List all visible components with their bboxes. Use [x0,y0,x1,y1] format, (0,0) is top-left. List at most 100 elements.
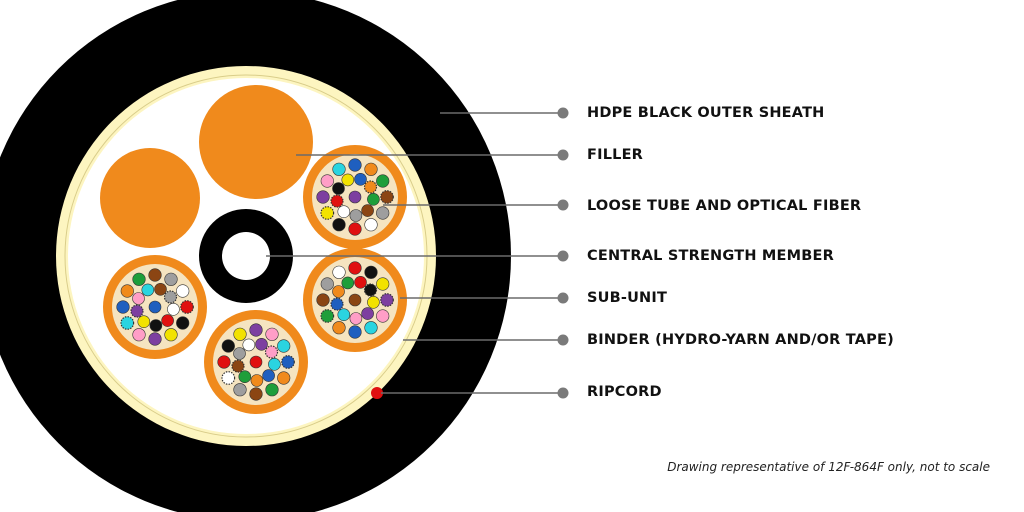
loose-tube [303,248,407,352]
optical-fiber [154,282,167,296]
label-central-strength-member: CENTRAL STRENGTH MEMBER [587,248,834,264]
cable [0,0,511,512]
optical-fiber [341,276,355,290]
optical-fiber [265,383,279,397]
optical-fiber [141,283,155,297]
optical-fiber [380,293,394,307]
loose-tube [303,145,407,249]
optical-fiber [376,206,390,220]
optical-fiber [221,371,236,385]
optical-fiber [268,357,281,371]
optical-fiber [320,206,335,220]
optical-fiber [376,174,390,188]
optical-fiber [361,204,374,217]
optical-fiber [376,277,390,291]
optical-fiber [249,387,263,401]
optical-fiber [364,321,378,335]
optical-fiber [349,312,363,325]
optical-fiber [132,272,146,286]
optical-fiber [233,347,246,360]
leader-dot [557,387,569,399]
optical-fiber [180,300,194,314]
optical-fiber [349,209,363,222]
optical-fiber [176,284,190,298]
optical-fiber [332,265,346,279]
optical-fiber [364,218,378,232]
sub-unit-group [103,145,407,414]
label-binder: BINDER (HYDRO-YARN AND/OR TAPE) [587,332,894,348]
optical-fiber [221,339,235,353]
ripcord [371,387,383,399]
optical-fiber [163,290,178,304]
scale-disclaimer-note: Drawing representative of 12F-864F only,… [667,460,990,474]
optical-fiber [316,190,330,204]
optical-fiber [249,323,263,337]
optical-fiber [262,369,275,382]
optical-fiber [332,218,346,232]
optical-fiber [332,162,346,176]
optical-fiber [332,285,345,298]
optical-fiber [164,272,178,286]
optical-fiber [341,173,355,187]
loose-tube [103,255,207,359]
optical-fiber [348,222,362,236]
leader-dot [557,199,569,211]
optical-fiber [148,268,162,282]
optical-fiber [130,304,144,318]
label-ripcord: RIPCORD [587,384,662,400]
optical-fiber [116,300,130,314]
optical-fiber [167,302,180,316]
optical-fiber [320,309,335,323]
label-hdpe-black-outer-sheath: HDPE BLACK OUTER SHEATH [587,105,825,121]
optical-fiber [337,308,351,322]
optical-fiber [255,337,268,351]
label-filler: FILLER [587,147,644,163]
optical-fiber [250,374,264,387]
optical-fiber [249,355,263,369]
optical-fiber [330,297,344,311]
optical-fiber [264,345,279,359]
optical-fiber [380,190,394,204]
optical-fiber [238,370,252,384]
optical-fiber [281,355,295,369]
leader-dot [557,149,569,161]
optical-fiber [265,327,279,341]
optical-fiber [176,316,190,330]
optical-fiber [354,173,367,186]
optical-fiber [320,174,334,188]
filler-top [199,85,313,199]
optical-fiber [354,275,367,289]
optical-fiber [367,295,380,309]
optical-fiber [132,328,146,342]
optical-fiber [332,182,345,195]
leader-dot [557,334,569,346]
optical-fiber [348,261,362,275]
optical-fiber [363,180,378,194]
leader-lines [266,107,569,399]
optical-fiber [363,283,378,297]
leader-dot [557,250,569,262]
filler-left [100,148,200,248]
label-loose-tube-and-optical-fiber: LOOSE TUBE AND OPTICAL FIBER [587,198,862,214]
optical-fiber [316,293,330,307]
optical-fiber [242,338,256,352]
optical-fiber [348,158,362,172]
optical-fiber [277,339,291,353]
optical-fiber [367,193,380,206]
optical-fiber [148,332,162,346]
optical-fiber [364,265,378,279]
optical-fiber [164,328,178,342]
optical-fiber [120,316,135,330]
optical-fiber [320,277,334,291]
optical-fiber [161,314,174,327]
optical-fiber [148,300,162,314]
optical-fiber [332,321,346,335]
optical-fiber [337,205,351,218]
leader-dot [557,107,569,119]
optical-fiber [132,292,145,305]
optical-fiber [277,371,291,385]
optical-fiber [137,315,151,329]
optical-fiber [217,355,231,369]
optical-fiber [120,284,134,298]
